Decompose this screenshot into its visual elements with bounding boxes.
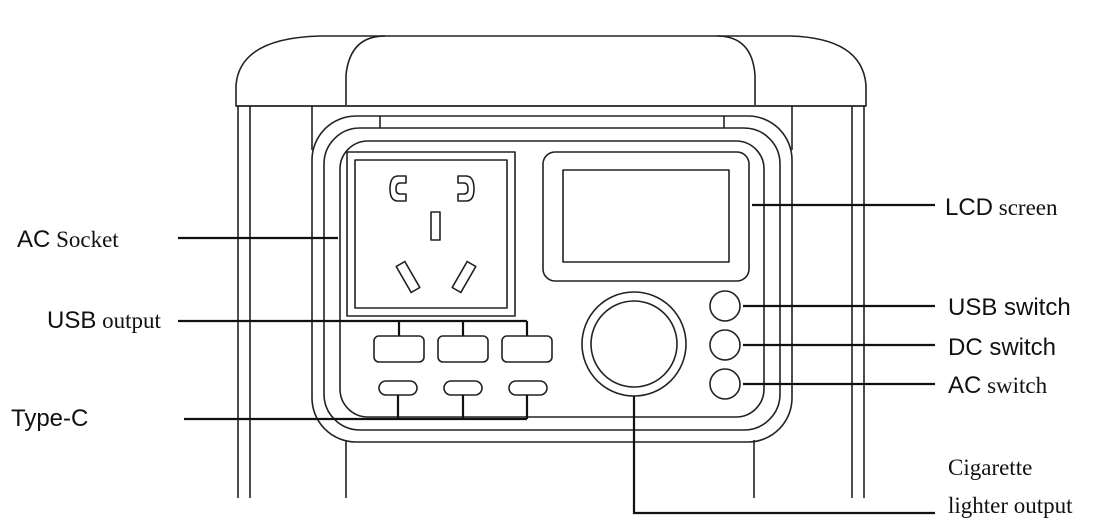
socket-left-pin — [389, 175, 407, 202]
leader-lines — [178, 203, 935, 515]
usb-ports[interactable] — [373, 335, 553, 363]
label-dc-switch: DC switch — [948, 334, 1057, 361]
label-ac-socket: AC Socket — [17, 226, 119, 253]
device-body — [237, 106, 865, 498]
cigarette-lighter-port[interactable] — [581, 291, 687, 397]
ac-socket[interactable] — [346, 151, 516, 317]
leader-cigarette — [632, 396, 935, 515]
type-c-port-2 — [443, 380, 483, 396]
socket-slant-right — [451, 260, 477, 294]
label-ac-switch: AC switch — [948, 372, 1048, 399]
usb-switch-button — [709, 290, 741, 322]
dc-switch-button — [709, 329, 741, 361]
switch-buttons[interactable] — [709, 290, 741, 400]
device-top-cap — [235, 35, 867, 107]
label-usb-switch: USB switch — [948, 294, 1071, 321]
usb-port-2 — [437, 335, 489, 363]
label-lcd-screen: LCD screen — [945, 194, 1058, 221]
usb-port-3 — [501, 335, 553, 363]
socket-slant-left — [395, 260, 421, 294]
socket-right-pin — [457, 175, 475, 202]
type-c-port-1 — [378, 380, 418, 396]
label-cigarette-line2: lighter output — [948, 493, 1073, 518]
type-c-ports[interactable] — [378, 380, 548, 396]
lcd-screen — [542, 151, 750, 282]
leader-type-c — [184, 395, 529, 421]
ac-switch-button — [709, 368, 741, 400]
type-c-port-3 — [508, 380, 548, 396]
label-type-c: Type-C — [11, 405, 89, 432]
front-panel — [311, 115, 793, 443]
usb-port-1 — [373, 335, 425, 363]
socket-ground-pin — [430, 211, 441, 241]
label-cigarette-line1: Cigarette — [948, 455, 1033, 480]
label-usb-output: USB output — [47, 307, 161, 334]
leader-usb-output — [178, 319, 529, 336]
